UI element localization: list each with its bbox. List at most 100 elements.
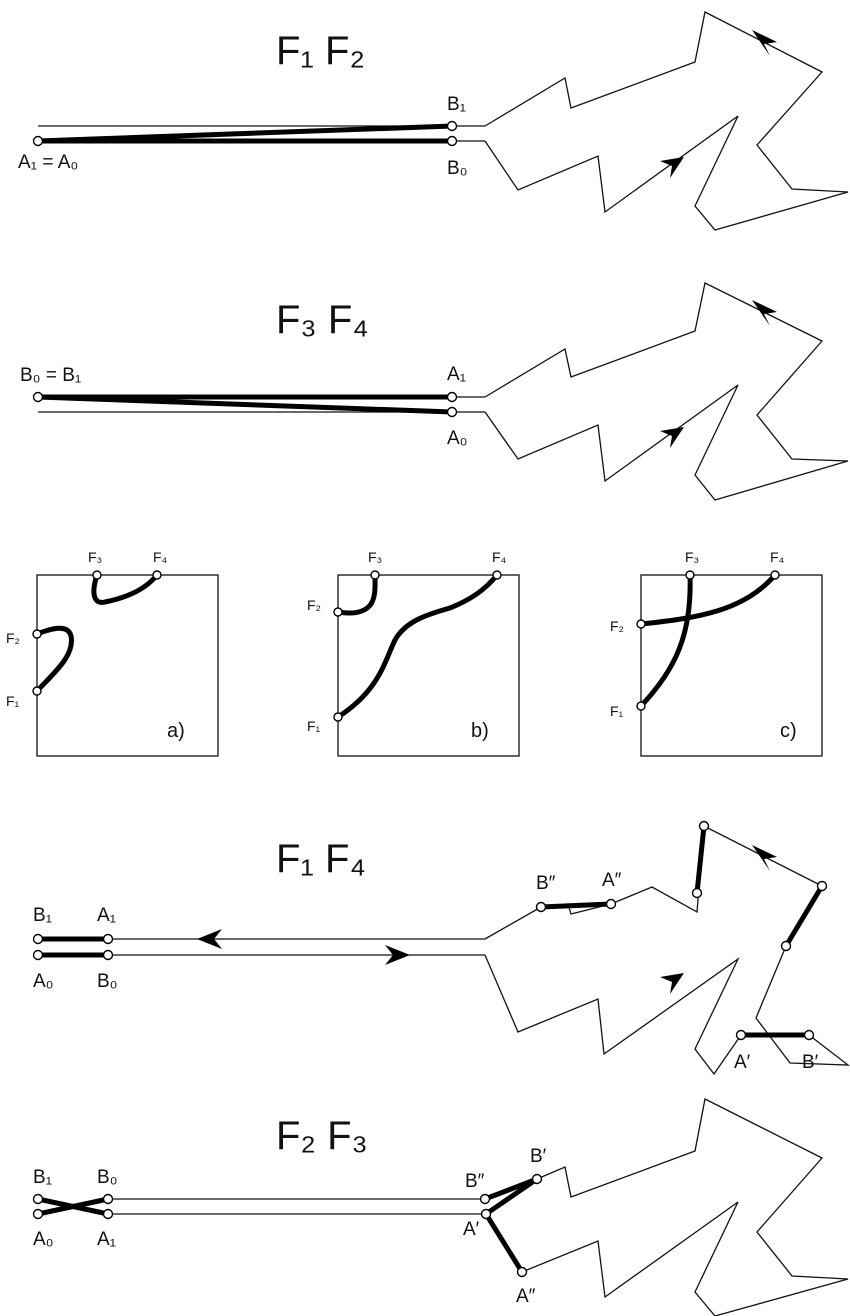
segment-right [783, 883, 825, 949]
direction-arrow [752, 845, 777, 871]
lightning-path [485, 1098, 849, 1316]
panel-f1-f4: F₁ F₄ B₁ A₁ A₀ [32, 820, 850, 1076]
node-b1 [32, 933, 44, 945]
square-tag: a) [167, 720, 185, 742]
node-f4 [770, 570, 780, 580]
node-a0 [32, 949, 44, 961]
label-app: A″ [602, 870, 622, 891]
panel-f1-f2: F₁ F₂ A₁ = A₀ B₁ B₀ [18, 11, 849, 231]
square-tag: b) [471, 720, 489, 742]
label-f2: F₂ [307, 597, 321, 613]
label-bp: B′ [530, 1146, 547, 1167]
panel-f2-f3: F₂ F₃ B₁ B₀ A₀ A₁ B″ B′ A′ A″ [32, 1098, 849, 1316]
label-a1: A₁ [97, 1229, 116, 1250]
label-f1: F₁ [610, 703, 624, 719]
label-bpp: B″ [536, 873, 556, 894]
direction-arrow [385, 945, 410, 965]
panel-title: F₁ F₂ [276, 29, 365, 73]
direction-arrow [660, 157, 684, 178]
label-b1: B₁ [33, 905, 52, 926]
label-app: A″ [516, 1286, 536, 1307]
label-b1: B₁ [447, 94, 466, 115]
label-f2: F₂ [610, 618, 624, 634]
square-frame [36, 574, 219, 757]
node-f1 [32, 686, 42, 696]
node-bp [531, 1173, 543, 1185]
panel-title: F₃ F₄ [276, 298, 369, 342]
node-right-top [816, 880, 828, 892]
label-b0: B₀ [97, 971, 118, 992]
node-f2 [636, 619, 646, 629]
label-a1: A₁ [97, 905, 116, 926]
right-route [755, 945, 850, 1066]
label-f3: F₃ [368, 549, 382, 565]
node-upper-right-low [691, 887, 703, 899]
label-ap: A′ [463, 1219, 480, 1240]
label-b1: B₁ [33, 1167, 52, 1188]
curve-f1-f3 [638, 572, 693, 709]
direction-arrow [752, 30, 777, 56]
node-b1 [446, 120, 458, 132]
node-b0 [446, 135, 458, 147]
segment-a0-b0 [35, 1196, 111, 1217]
label-f1: F₁ [6, 693, 20, 709]
node-f1 [333, 712, 343, 722]
label-a0: A₀ [447, 428, 468, 449]
square-frame [337, 574, 520, 757]
lower-route [484, 954, 742, 1076]
label-a0: A₀ [33, 971, 54, 992]
node-f2 [333, 607, 343, 617]
label-f4: F₄ [492, 549, 507, 565]
square-frame [640, 574, 823, 757]
node-b0 [102, 949, 114, 961]
label-f3: F₃ [685, 549, 699, 565]
curve-f2-f4 [638, 572, 778, 627]
node-f1 [636, 701, 646, 711]
node-f3 [92, 570, 102, 580]
label-f2: F₂ [6, 630, 20, 646]
square-tag: c) [780, 720, 797, 742]
label-f4: F₄ [153, 549, 168, 565]
node-app [516, 1266, 528, 1278]
node-b1 [32, 1193, 44, 1205]
node-a1 [446, 391, 458, 403]
node-bpp [479, 1193, 491, 1205]
segment-b-a0 [35, 394, 455, 415]
direction-arrow [660, 973, 684, 994]
direction-arrow [660, 427, 684, 448]
node-b0 [102, 1193, 114, 1205]
label-ap: A′ [734, 1052, 751, 1073]
node-f2 [32, 629, 42, 639]
curve-f1-f2 [34, 625, 74, 694]
label-a1: A₁ [447, 364, 466, 385]
node-a1 [102, 933, 114, 945]
node-f3 [685, 570, 695, 580]
panel-title: F₂ F₃ [276, 1114, 368, 1158]
node-right-low [780, 940, 792, 952]
direction-arrow [197, 929, 222, 949]
node-bp [803, 1029, 815, 1041]
segment-ap-app [483, 1211, 525, 1275]
label-f1: F₁ [307, 718, 321, 734]
lightning-path [484, 11, 849, 231]
node-b [32, 391, 44, 403]
node-ap [480, 1208, 492, 1220]
panel-f3-f4: F₃ F₄ B₀ = B₁ A₁ A₀ [20, 282, 849, 501]
square-b: F₁ F₂ F₃ F₄ b) [307, 549, 520, 757]
panel-title: F₁ F₄ [276, 837, 366, 881]
lightning-path [484, 282, 849, 501]
node-app [605, 898, 617, 910]
node-f4 [152, 570, 162, 580]
node-f3 [370, 570, 380, 580]
label-f4: F₄ [770, 549, 785, 565]
label-a1-a0: A₁ = A₀ [18, 152, 78, 173]
label-bpp: B″ [465, 1171, 485, 1192]
curve-f3-f4 [91, 572, 160, 605]
label-b0: B₀ [447, 158, 468, 179]
node-a0 [32, 1208, 44, 1220]
square-c: F₁ F₂ F₃ F₄ c) [610, 549, 823, 757]
label-b0: B₀ [97, 1167, 118, 1188]
label-f3: F₃ [88, 549, 102, 565]
label-bp: B′ [802, 1052, 819, 1073]
